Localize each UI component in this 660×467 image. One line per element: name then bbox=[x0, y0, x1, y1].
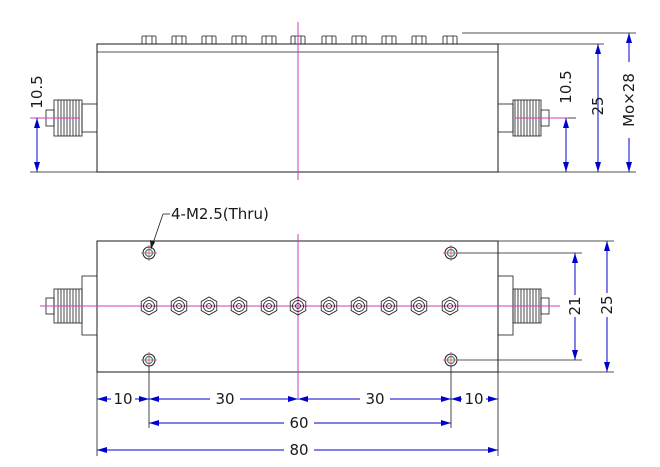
dim-text-left-half: 30 bbox=[215, 390, 234, 408]
dim-thread-height: Mo×28 bbox=[620, 33, 638, 172]
callout-text: 4-M2.5(Thru) bbox=[171, 205, 269, 223]
dim-top-width: 25 bbox=[598, 241, 616, 372]
dim-text-hole-spacing-60: 60 bbox=[289, 414, 308, 432]
tuning-screw-head bbox=[171, 35, 187, 45]
tuning-screw-nut bbox=[289, 296, 307, 316]
tuning-screw-nut bbox=[350, 296, 368, 316]
dim-row-offsets: 10 30 30 10 bbox=[97, 390, 498, 408]
dim-hole-spacing-vertical: 21 bbox=[566, 253, 584, 360]
tuning-screw-head bbox=[351, 35, 367, 45]
dim-text-top-width: 25 bbox=[598, 295, 616, 314]
mount-hole bbox=[443, 245, 459, 261]
tuning-screw-head bbox=[411, 35, 427, 45]
dim-text-overall-length: 80 bbox=[289, 441, 308, 459]
top-view: 4-M2.5(Thru) 21 25 bbox=[40, 205, 616, 459]
tuning-screw-nut bbox=[140, 296, 158, 316]
dim-text-right-connector-height: 10.5 bbox=[557, 70, 575, 103]
dim-text-thread: Mo×28 bbox=[620, 73, 638, 127]
tuning-screw-head bbox=[201, 35, 217, 45]
dim-text-side-height: 25 bbox=[589, 96, 607, 115]
dim-text-left-connector-height: 10.5 bbox=[28, 75, 46, 108]
dim-text-hole-spacing: 21 bbox=[566, 296, 584, 315]
dim-text-right-offset: 10 bbox=[464, 390, 483, 408]
tuning-screw-head bbox=[381, 35, 397, 45]
dim-row-overall-length: 80 bbox=[97, 441, 498, 459]
side-view: 10.5 10.5 25 Mo×28 bbox=[28, 22, 638, 180]
tuning-screw-head bbox=[261, 35, 277, 45]
tuning-screws-top bbox=[140, 296, 459, 316]
tuning-screw-head bbox=[442, 35, 458, 45]
tuning-screw-nut bbox=[170, 296, 188, 316]
tuning-screw-head bbox=[141, 35, 157, 45]
tuning-screw-nut bbox=[320, 296, 338, 316]
dim-left-connector-height: 10.5 bbox=[28, 75, 46, 172]
tuning-screw-nut bbox=[380, 296, 398, 316]
mount-hole bbox=[141, 245, 157, 261]
tuning-screws-side bbox=[141, 35, 458, 45]
mount-hole bbox=[141, 352, 157, 368]
dim-row-hole-spacing: 60 bbox=[149, 414, 451, 432]
tuning-screw-nut bbox=[260, 296, 278, 316]
tuning-screw-head bbox=[231, 35, 247, 45]
dim-side-height: 25 bbox=[589, 44, 607, 172]
mount-hole-callout: 4-M2.5(Thru) bbox=[150, 205, 269, 250]
tuning-screw-nut bbox=[230, 296, 248, 316]
mount-hole bbox=[443, 352, 459, 368]
tuning-screw-nut bbox=[441, 296, 459, 316]
dim-text-left-offset: 10 bbox=[113, 390, 132, 408]
dim-right-connector-height: 10.5 bbox=[557, 70, 575, 172]
dim-text-right-half: 30 bbox=[365, 390, 384, 408]
tuning-screw-nut bbox=[410, 296, 428, 316]
tuning-screw-head bbox=[321, 35, 337, 45]
tuning-screw-nut bbox=[200, 296, 218, 316]
